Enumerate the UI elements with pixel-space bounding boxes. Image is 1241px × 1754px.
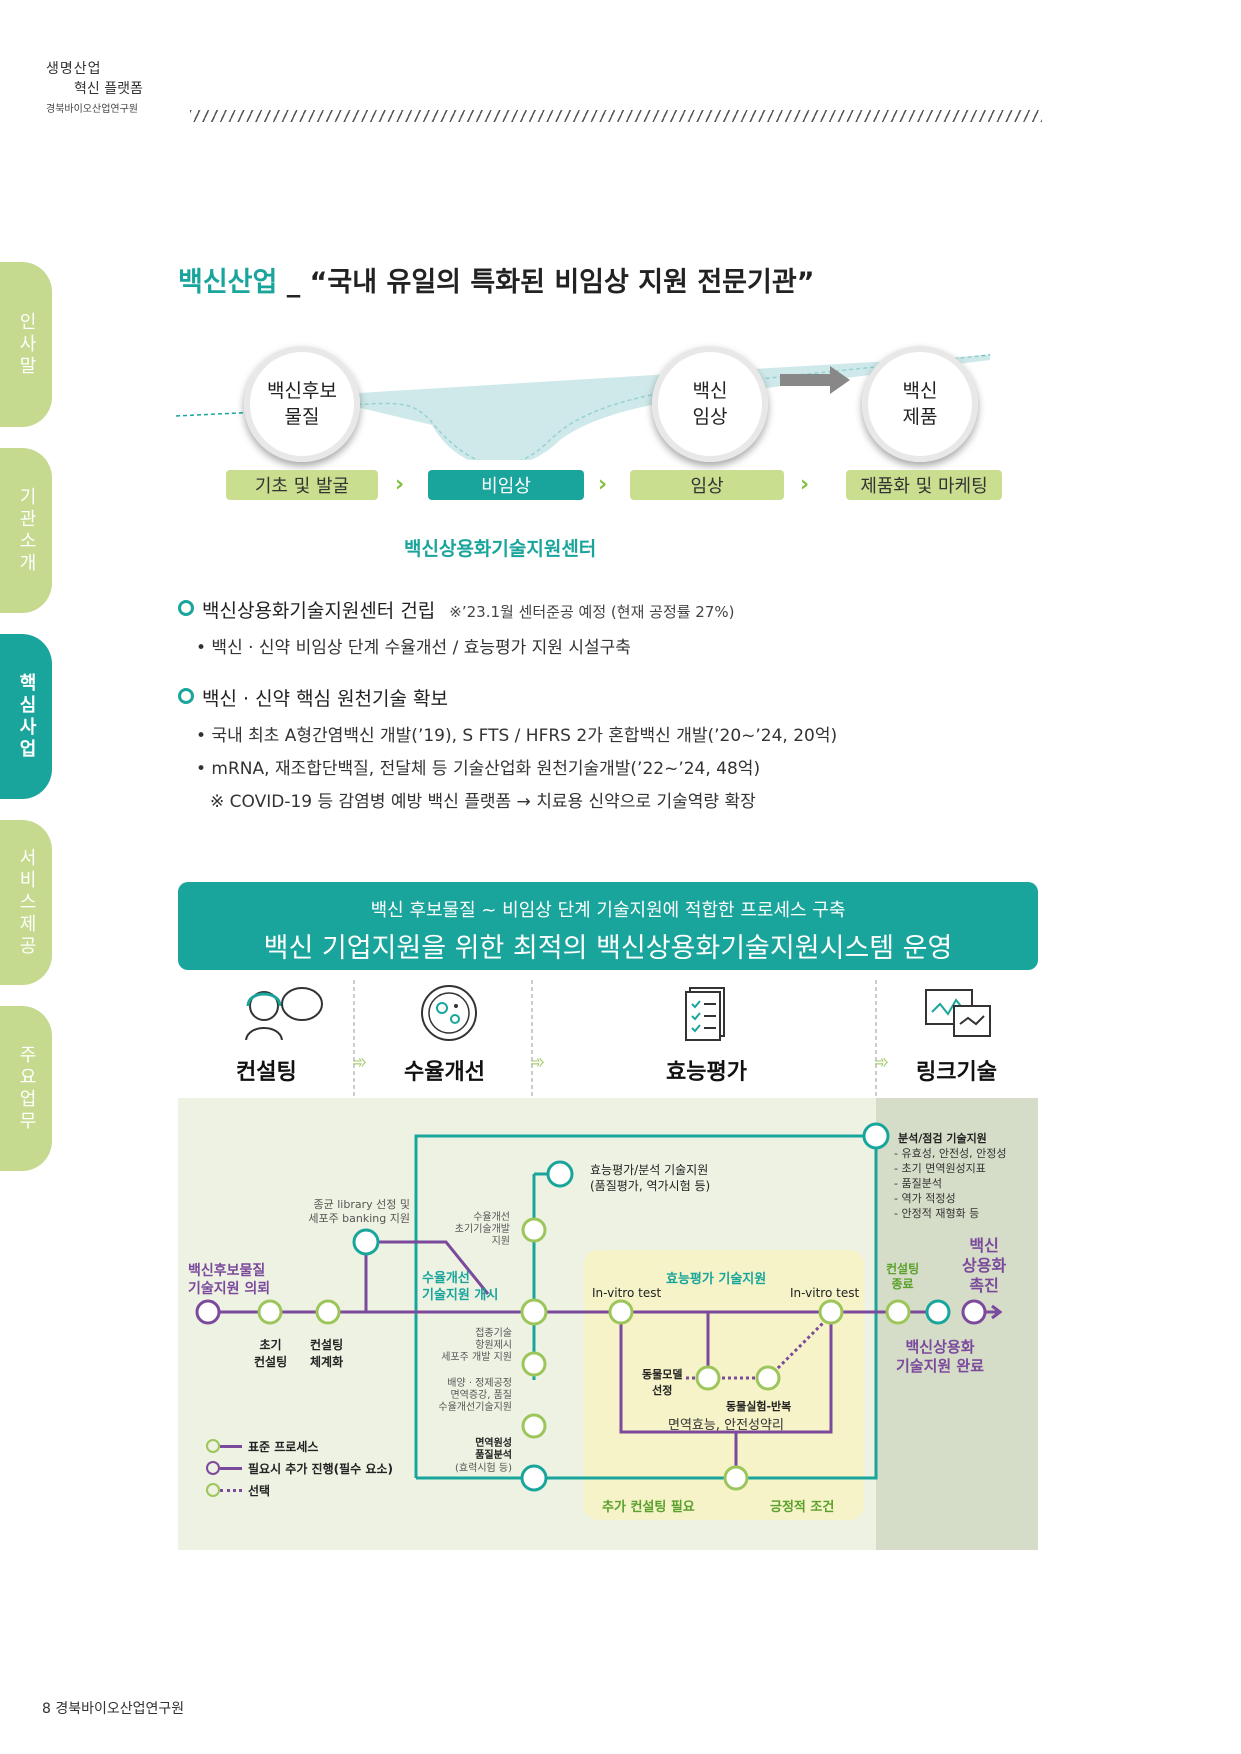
bullet-dot-icon [178,688,194,704]
side-tab-label: 주요업무 [16,1044,37,1133]
positive-condition-label: 긍정적 조건 [770,1500,835,1515]
link-title: 분석/점검 기술지원 [898,1132,987,1145]
side-tab-label: 핵심사업 [16,672,37,761]
consult-system-label: 컨설팅 체계화 [310,1338,344,1369]
bullet-note: ※’23.1월 센터준공 예정 (현재 공정률 27%) [449,603,735,621]
bullet-item: • mRNA, 재조합단백질, 전달체 등 기술산업화 원천기술개발(’22~’… [196,759,761,779]
immuno-label: 면역원성 품질분석 [475,1438,512,1461]
complete-label: 백신상용화 기술지원 완료 [896,1338,985,1375]
chevron-right-icon: › [800,472,810,497]
stage-clinical: 임상 [630,470,784,500]
phase-yield: 수율개선 [404,1060,485,1085]
side-tab-label: 인사말 [16,311,37,378]
logo-line1: 생명산업 [46,61,102,77]
arrow-right-icon: ➾ [352,1052,368,1073]
legend-standard: 표준 프로세스 [206,1436,393,1458]
invitro-label-1: In-vitro test [592,1286,662,1300]
early-consult-label: 초기 컨설팅 [254,1338,288,1369]
banner-main: 백신 기업지원을 위한 최적의 백신상용화기술지원시스템 운영 [263,933,953,964]
animal-repeat-label: 동물실험-반복 [726,1400,792,1413]
banner-subtitle: 백신 후보물질 ~ 비임상 단계 기술지원에 적합한 프로세스 구축 [370,900,846,921]
stage-commercialization: 제품화 및 마케팅 [846,470,1002,500]
bullet-section-2: 백신 · 신약 핵심 원천기술 확보 • 국내 최초 A형간염백신 개발(’19… [178,684,1038,812]
bullet-head: 백신 · 신약 핵심 원천기술 확보 [202,688,448,710]
title-accent: 백신산업 [178,267,278,298]
title-rest: _ “국내 유일의 특화된 비임상 지원 전문기관” [277,267,815,298]
library-label: 종균 library 선정 및 세포주 banking 지원 [308,1198,410,1225]
legend: 표준 프로세스 필요시 추가 진행(필수 요소) 선택 [206,1436,393,1502]
bullet-dot-icon [178,600,194,616]
stage-nonclinical: 비임상 [428,470,584,500]
stage-basic-discovery: 기초 및 발굴 [226,470,378,500]
page-title: 백신산업 _ “국내 유일의 특화된 비임상 지원 전문기관” [178,260,814,299]
side-tab-main-work[interactable]: 주요업무 [0,1006,52,1171]
circle-vaccine-clinical: 백신 임상 [652,346,768,462]
side-tab-label: 서비스제공 [16,847,37,958]
legend-optional: 선택 [206,1480,393,1502]
immuno-note: (효력시험 등) [455,1463,512,1474]
microbe-icon [421,985,477,1041]
logo-line3: 경북바이오산업연구원 [46,104,138,115]
header-hatch-divider [190,110,1042,122]
consult-end-label: 컨설팅 종료 [886,1262,920,1291]
side-tab-services[interactable]: 서비스제공 [0,820,52,985]
efficacy-support-title: 효능평가 기술지원 [666,1272,767,1287]
culture-label: 배양 · 정제공정 면역증강, 품질 수율개선기술지원 [438,1378,512,1413]
link-item: - 안정적 재형화 등 [894,1207,980,1220]
link-item: - 초기 면역원성지표 [894,1162,986,1175]
link-items: - 유효성, 안전성, 안정성 - 초기 면역원성지표 - 품질분석 - 역가 … [894,1146,1007,1221]
yield-dev-label: 수율개선 초기기술개발 지원 [454,1212,510,1247]
page-footer: 8 경북바이오산업연구원 [42,1701,185,1717]
side-tab-label: 기관소개 [16,486,37,575]
phase-link: 링크기술 [916,1060,997,1085]
link-item: - 품질분석 [894,1177,942,1190]
logo: 생명산업 혁신 플랫폼 경북바이오산업연구원 [46,58,176,115]
link-item: - 역가 적정성 [894,1192,956,1205]
efficacy-analysis-label: 효능평가/분석 기술지원 (품질평가, 역가시험 등) [590,1163,711,1193]
chevron-right-icon: › [598,472,608,497]
arrow-right-icon: ➾ [530,1052,546,1073]
logo-line2: 혁신 플랫폼 [74,81,143,97]
arrow-right-icon: ➾ [874,1052,890,1073]
start-label: 백신후보물질 기술지원 의뢰 [188,1263,271,1297]
phase-consulting: 컨설팅 [236,1060,297,1085]
bullet-section-1: 백신상용화기술지원센터 건립 ※’23.1월 센터준공 예정 (현재 공정률 27… [178,596,1018,658]
animal-model-label: 동물모델 선정 [642,1368,683,1397]
chevron-right-icon: › [395,472,405,497]
bullet-item: • 백신 · 신약 비임상 단계 수율개선 / 효능평가 지원 시설구축 [196,638,631,658]
checklist-icon [685,987,725,1041]
monitor-graph-icon [925,989,991,1037]
bullet-head: 백신상용화기술지원센터 건립 [202,600,436,622]
invitro-label-2: In-vitro test [790,1286,860,1300]
bullet-item: ※ COVID-19 등 감염병 예방 백신 플랫폼 → 치료용 신약으로 기술… [210,792,756,812]
link-item: - 유효성, 안전성, 안정성 [894,1147,1007,1160]
side-tab-greeting[interactable]: 인사말 [0,262,52,427]
side-tab-core-business[interactable]: 핵심사업 [0,634,52,799]
process-diagram [178,980,1038,1550]
circle-vaccine-candidate: 백신후보 물질 [244,346,360,462]
immuno-safety-label: 면역효능, 안전성약리 [668,1418,784,1433]
inoculation-label: 접종기술 항원제시 세포주 개발 지원 [441,1328,512,1363]
legend-required: 필요시 추가 진행(필수 요소) [206,1458,393,1480]
circle-vaccine-product: 백신 제품 [862,346,978,462]
phase-efficacy: 효능평가 [666,1060,747,1085]
add-consult-label: 추가 컨설팅 필요 [602,1500,695,1515]
bullet-item: • 국내 최초 A형간염백신 개발(’19), S FTS / HFRS 2가 … [196,726,838,746]
center-name: 백신상용화기술지원센터 [404,538,597,560]
side-tab-about[interactable]: 기관소개 [0,448,52,613]
consulting-icon [245,987,323,1041]
yield-open-label: 수율개선 기술지원 개시 [422,1271,499,1303]
commercial-label: 백신 상용화 촉진 [962,1236,1007,1295]
system-banner: 백신 후보물질 ~ 비임상 단계 기술지원에 적합한 프로세스 구축 백신 기업… [178,882,1038,970]
